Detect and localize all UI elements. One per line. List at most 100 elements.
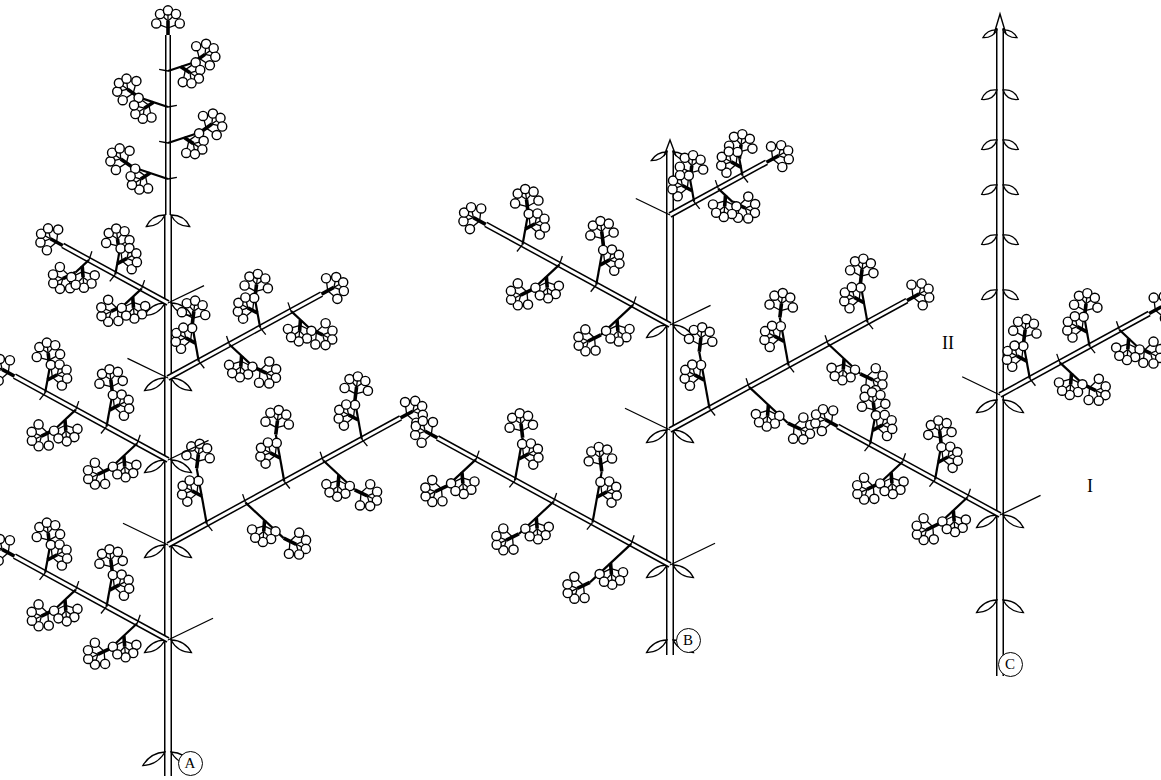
flower-circle: [256, 452, 265, 461]
pedicel-line: [47, 613, 49, 621]
flower-circle: [929, 535, 938, 544]
bract-line: [625, 408, 670, 430]
flower-circle: [97, 311, 106, 320]
pedicel-line: [190, 333, 192, 341]
flower-circle: [339, 286, 348, 295]
pedicel-line: [92, 652, 98, 654]
flower-circle: [1010, 341, 1019, 350]
pedicel-line: [112, 383, 119, 387]
pedicel-line: [501, 538, 507, 540]
pedicel-line: [699, 370, 701, 378]
bract-line: [1000, 495, 1041, 515]
pedicel-line: [610, 260, 616, 262]
pedicel-line: [104, 565, 112, 567]
pedicel-line: [529, 218, 531, 226]
leaf-shape: [1003, 235, 1018, 245]
pedicel-line: [136, 179, 141, 182]
flower-circle: [465, 224, 474, 233]
flower-circle: [421, 483, 430, 492]
flower-circle: [492, 531, 501, 540]
flower-circle: [688, 360, 697, 369]
flower-circle: [506, 286, 515, 295]
flower-circle: [534, 196, 543, 205]
pedicel-line: [58, 605, 65, 608]
pedicel-line: [745, 206, 751, 208]
bract-line: [159, 69, 168, 71]
pedicel-line: [292, 325, 300, 327]
flower-circle: [612, 482, 621, 491]
pedicel-line: [1096, 391, 1098, 397]
pedicel-line: [189, 136, 196, 141]
pedicel-line: [725, 206, 729, 210]
pedicel-line: [862, 489, 867, 492]
pedicel-line: [126, 302, 133, 305]
flower-circle: [84, 654, 93, 663]
flower-circle: [411, 430, 420, 439]
pedicel-line: [535, 224, 541, 226]
pedicel-line: [867, 371, 873, 376]
pedicel-line: [122, 89, 128, 90]
flower-circle: [887, 416, 896, 425]
flower-circle: [599, 577, 608, 586]
flower-circle: [1149, 293, 1158, 302]
pedicel-line: [420, 431, 426, 433]
flower-circle: [880, 486, 889, 495]
pedicel-line: [191, 485, 192, 491]
bract-line: [320, 452, 323, 461]
pedicel-line: [138, 107, 144, 109]
flower-circle: [1093, 303, 1102, 312]
flower-circle: [1069, 300, 1078, 309]
flower-circle: [171, 9, 180, 18]
flower-circle: [198, 111, 207, 120]
flower-circle: [1058, 386, 1067, 395]
pedicel-line: [191, 493, 197, 498]
pedicel-line: [98, 466, 104, 471]
pedicel-line: [113, 580, 115, 588]
pedicel-line: [530, 226, 536, 231]
pedicel-line: [888, 483, 892, 487]
stem-outline: [14, 376, 168, 460]
pedicel-line: [275, 447, 277, 455]
flower-circle: [869, 268, 878, 277]
pedicel-line: [413, 408, 418, 411]
pedicel-line: [52, 557, 58, 562]
pedicel-line: [800, 427, 806, 429]
flower-circle: [125, 404, 134, 413]
pedicel-line: [334, 287, 340, 289]
pedicel-line: [338, 486, 342, 490]
flower-circle: [83, 646, 92, 655]
flower-circle: [748, 144, 757, 153]
pedicel-line: [529, 451, 534, 454]
flower-circle: [907, 280, 916, 289]
flower-circle: [684, 171, 693, 180]
pedicel-line: [844, 364, 851, 367]
flower-circle: [417, 438, 426, 447]
pedicel-line: [572, 588, 577, 591]
pedicel-line: [119, 402, 124, 405]
pedicel-line: [361, 487, 367, 492]
stem-fill: [63, 245, 168, 303]
pedicel-line: [114, 587, 120, 592]
pedicel-line: [316, 326, 322, 331]
pedicel-line: [912, 289, 913, 297]
flower-circle: [799, 435, 808, 444]
flower-circle: [122, 311, 131, 320]
pedicel-line: [186, 314, 193, 318]
flower-circle: [754, 418, 763, 427]
flower-circle: [871, 364, 880, 373]
stem-fill: [486, 224, 670, 325]
pedicel-line: [607, 574, 611, 578]
pedicel-line: [124, 461, 132, 463]
flower-circle: [54, 614, 63, 623]
pedicel-line: [602, 494, 608, 499]
flower-circle: [100, 479, 109, 488]
stem-fill: [668, 150, 673, 655]
pedicel-line: [593, 462, 601, 464]
pedicel-line: [589, 333, 595, 338]
bract-line: [929, 480, 935, 487]
flower-circle: [129, 101, 138, 110]
flower-circle: [528, 420, 537, 429]
pedicel-line: [83, 272, 91, 274]
pedicel-line: [530, 523, 537, 526]
pedicel-line: [873, 380, 875, 386]
